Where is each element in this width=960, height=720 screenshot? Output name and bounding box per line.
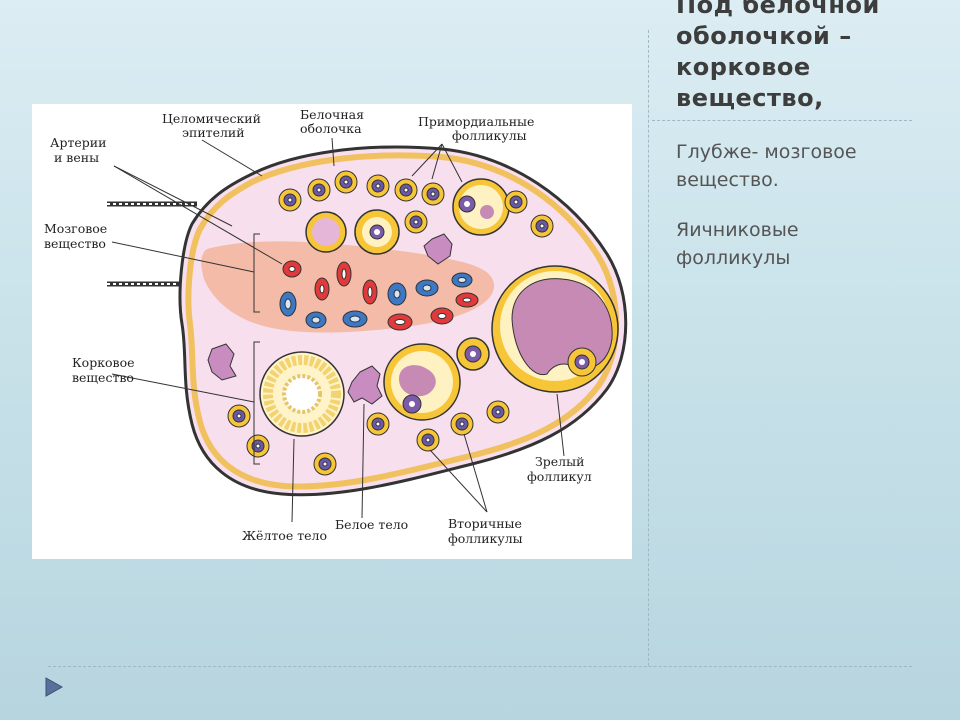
label-medulla-2: вещество [44, 236, 106, 251]
leader-lines [111, 137, 565, 523]
bullet-medulla: Глубже- мозговое вещество. [676, 141, 857, 191]
vertical-divider [648, 30, 649, 666]
label-coelom-2: эпителий [182, 125, 245, 140]
label-mature-1: Зрелый [535, 454, 584, 469]
medulla-bracket [253, 233, 260, 313]
label-primordial-1: Примордиальные [418, 114, 534, 129]
label-albuginea-2: оболочка [300, 121, 362, 136]
growing-follicle-b [305, 211, 347, 253]
label-secondary-1: Вторичные [448, 516, 522, 531]
blood-vessels [279, 260, 479, 331]
slide-title: Под белочной оболочкой – корковое вещест… [676, 0, 880, 112]
secondary-follicle-large [383, 343, 461, 421]
growing-follicle-c [456, 337, 490, 371]
label-primordial-2: фолликулы [452, 128, 527, 143]
label-medulla-1: Мозговое [44, 221, 107, 236]
label-albuginea-1: Белочная [300, 107, 364, 122]
yellow-body [259, 351, 345, 437]
title-divider [652, 120, 912, 121]
bullet-follicles: Яичниковые фолликулы [676, 219, 799, 269]
label-secondary-2: фолликулы [448, 531, 523, 546]
growing-follicle-a [354, 209, 400, 255]
white-body-c [207, 343, 237, 381]
label-white-body: Белое тело [335, 517, 408, 532]
label-mature-2: фолликул [527, 469, 592, 484]
label-arteries-2: и вены [54, 150, 99, 165]
label-yellow-body: Жёлтое тело [242, 528, 327, 543]
label-arteries-1: Артерии [50, 135, 106, 150]
primordial-follicles [227, 170, 554, 476]
label-coelom-1: Целомический [162, 111, 261, 126]
secondary-follicle-upper [452, 178, 510, 236]
white-body-a [347, 365, 383, 405]
label-cortex-1: Корковое [72, 355, 135, 370]
play-triangle-icon[interactable] [44, 676, 64, 698]
footer-divider [48, 666, 912, 667]
medulla-band [201, 241, 495, 333]
white-body-b [423, 233, 453, 265]
cortex-bracket [253, 341, 260, 465]
ovary-diagram: Артерии и вены Целомический эпителий Бел… [32, 104, 632, 559]
mature-follicle [491, 265, 619, 393]
label-cortex-2: вещество [72, 370, 134, 385]
